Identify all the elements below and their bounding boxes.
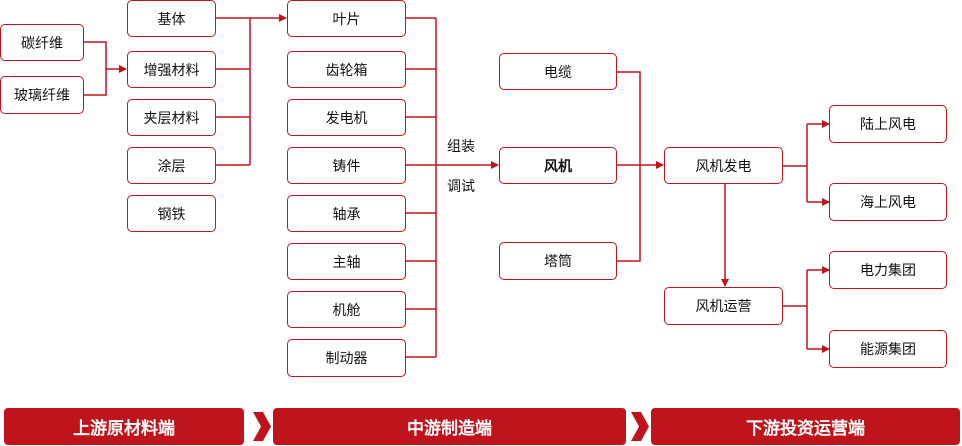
node-wind-farm-operation: 风机运营 [664, 287, 783, 325]
stage-upstream: 上游原材料端 [4, 408, 244, 445]
node-offshore-wind: 海上风电 [829, 183, 947, 221]
node-steel: 钢铁 [127, 195, 216, 232]
node-energy-group: 能源集团 [829, 330, 947, 368]
node-tower: 塔筒 [499, 242, 617, 280]
node-reinforcement-material: 增强材料 [127, 51, 216, 88]
chevron-right-icon [631, 412, 649, 441]
node-wind-power-generation: 风机发电 [664, 147, 783, 184]
label-assembly: 组装 [447, 139, 475, 155]
node-nacelle: 机舱 [287, 291, 406, 328]
node-coating: 涂层 [127, 147, 216, 184]
node-main-shaft: 主轴 [287, 243, 406, 280]
chevron-right-icon [253, 412, 271, 441]
node-onshore-wind: 陆上风电 [829, 105, 947, 143]
node-casting: 铸件 [287, 147, 406, 184]
node-gearbox: 齿轮箱 [287, 51, 406, 88]
stage-midstream: 中游制造端 [273, 408, 626, 445]
node-sandwich-material: 夹层材料 [127, 99, 216, 136]
label-commissioning: 调试 [447, 179, 475, 195]
node-wind-turbine: 风机 [499, 147, 617, 184]
node-carbon-fiber: 碳纤维 [0, 24, 84, 61]
stage-downstream: 下游投资运营端 [651, 408, 960, 445]
node-generator: 发电机 [287, 99, 406, 136]
node-power-group: 电力集团 [829, 251, 947, 289]
node-blade: 叶片 [287, 0, 406, 37]
node-glass-fiber: 玻璃纤维 [0, 76, 84, 114]
node-brake: 制动器 [287, 339, 406, 377]
node-bearing: 轴承 [287, 195, 406, 232]
node-matrix: 基体 [127, 0, 216, 37]
node-cable: 电缆 [499, 53, 617, 90]
